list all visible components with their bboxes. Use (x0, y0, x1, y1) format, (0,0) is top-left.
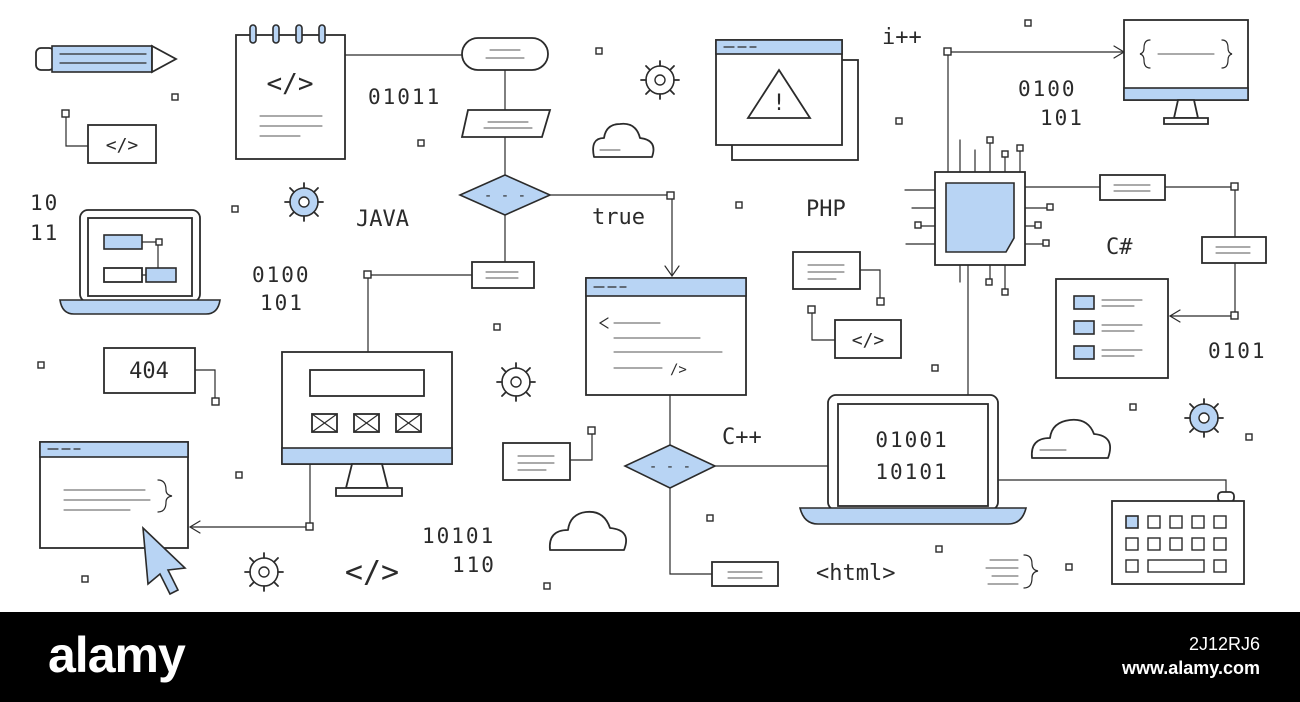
label-java: JAVA (356, 207, 409, 232)
note-box-center (502, 442, 571, 481)
code-window-bottom-left (39, 441, 189, 549)
flowchart-io-block (460, 109, 552, 138)
monitor-code-icon (1123, 19, 1249, 125)
watermark-url: www.alamy.com (1121, 658, 1260, 678)
alert-icon: ! (772, 91, 785, 116)
doodle-canvas: </> 10 11 404 (30, 19, 1267, 596)
svg-text:/>: /> (670, 362, 687, 378)
laptop-binary-1: 01001 (875, 428, 948, 452)
label-true: true (592, 205, 645, 230)
terminal-monitor-icon (281, 351, 453, 497)
gear-icon (640, 60, 680, 100)
connector-nodes (61, 47, 1239, 531)
gear-icon (284, 182, 324, 222)
flowchart-process-bottom (711, 561, 779, 587)
label-increment: i++ (882, 25, 922, 50)
binary-left-mid-2: 101 (260, 291, 304, 315)
code-tag-large: </> (345, 555, 399, 590)
laptop-binary-icon: 01001 10101 (798, 394, 1028, 525)
label-php: PHP (806, 197, 846, 222)
cloud-icon (592, 122, 655, 158)
cpu-chip-icon (904, 136, 1054, 296)
mouse-cursor-icon (142, 525, 187, 596)
notepad-code-icon: </> (235, 24, 346, 160)
binary-top-right-2: 101 (1040, 106, 1084, 130)
code-tag-box-php: </> (834, 319, 902, 359)
cloud-icon (548, 510, 628, 551)
svg-text:- - -: - - - (484, 188, 526, 204)
watermark-bar (0, 612, 1300, 702)
binary-right: 0101 (1208, 339, 1267, 363)
flowchart-decision-bottom: - - - (623, 444, 717, 489)
binary-left-1: 10 (30, 191, 59, 215)
binary-top-right-1: 0100 (1018, 77, 1077, 101)
checklist-window-icon (1055, 278, 1169, 379)
code-tag-box-small: </> (87, 124, 157, 164)
binary-left-mid-1: 0100 (252, 263, 311, 287)
keyboard-icon (1111, 491, 1245, 585)
code-tag-text: </> (106, 135, 139, 156)
gear-icon (244, 552, 284, 592)
error-404-box: 404 (103, 347, 196, 394)
binary-bottom-1: 10101 (422, 524, 495, 548)
label-cpp: C++ (722, 425, 762, 450)
process-box-far-right (1201, 236, 1267, 264)
laptop-binary-2: 10101 (875, 460, 948, 484)
binary-bottom-2: 110 (452, 553, 496, 577)
label-html: <html> (816, 561, 895, 586)
flowchart-process-small (471, 261, 535, 289)
binary-top-center: 01011 (368, 85, 441, 109)
watermark-brand: alamy (48, 627, 186, 683)
brace-snippet (985, 554, 1039, 589)
notepad-code-tag: </> (267, 69, 314, 99)
label-csharp: C# (1106, 235, 1133, 260)
process-box-right (1099, 174, 1166, 201)
watermark-image-id: 2J12RJ6 (1188, 634, 1260, 654)
svg-text:- - -: - - - (649, 459, 691, 475)
note-box-php (792, 251, 861, 290)
svg-text:</>: </> (852, 330, 885, 351)
error-code-text: 404 (129, 359, 169, 384)
flowchart-decision-top: - - - (458, 174, 552, 216)
gear-icon (1184, 398, 1224, 438)
gear-icon (496, 362, 536, 402)
pencil-icon (35, 44, 178, 74)
warning-window-icon: ! (715, 39, 859, 161)
cloud-icon (1030, 418, 1112, 459)
flowchart-terminal (461, 37, 549, 71)
binary-left-2: 11 (30, 221, 59, 245)
code-window-center: /> (585, 277, 747, 396)
laptop-left-icon (59, 209, 221, 315)
scattered-dots (37, 19, 1253, 590)
